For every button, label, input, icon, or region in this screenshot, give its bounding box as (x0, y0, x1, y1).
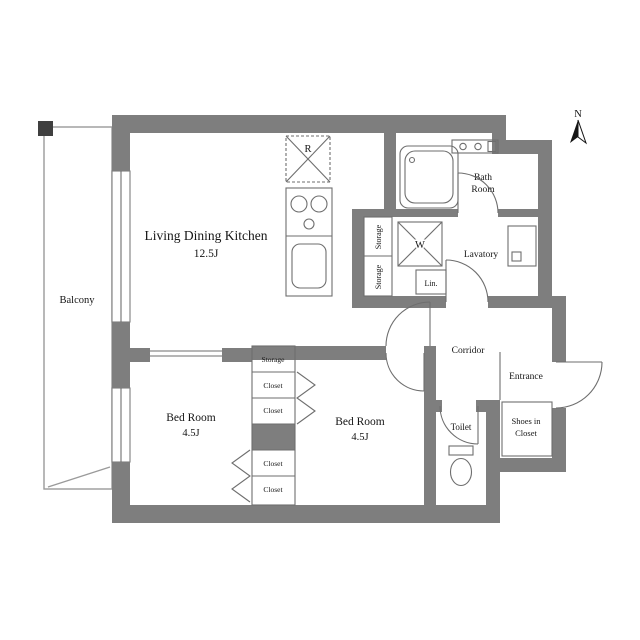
stove-burner-icon (290, 195, 308, 213)
balcony-outline (43, 126, 113, 490)
ldk-size-label: 12.5J (194, 248, 219, 260)
linen-label: Lin. (424, 279, 437, 288)
lavatory-label: Lavatory (464, 250, 499, 260)
wall-segment (112, 348, 150, 362)
lavatory: W Lin. Lavatory Storage Storage (363, 216, 537, 297)
storage-vertical-label-2: Storage (374, 264, 383, 289)
faucet-icon (474, 142, 482, 151)
wall-segment (112, 462, 130, 523)
stove-burner-icon (310, 195, 328, 213)
bathtub-icon (399, 145, 459, 209)
wall-segment (498, 209, 538, 217)
bedroom-right-size-label: 4.5J (351, 432, 368, 443)
refrigerator-label: R (304, 144, 311, 155)
corridor-label: Corridor (452, 346, 486, 356)
wall-segment (538, 140, 552, 308)
toilet-room: Toilet (448, 421, 474, 487)
wall-segment (252, 346, 386, 360)
water-heater-icon (507, 225, 537, 267)
closet-label-4: Closet (263, 485, 283, 494)
bedroom-right-door (385, 352, 425, 392)
washer-icon (397, 221, 443, 267)
corridor-entrance: Corridor Entrance Shoes in Closet (452, 346, 553, 457)
ldk-corridor-door (385, 301, 431, 347)
balcony-corner-post (38, 121, 53, 136)
closet-label-1: Closet (263, 381, 283, 390)
bedrooms: Bed Room 4.5J Bed Room 4.5J Storage Clos… (150, 345, 385, 506)
wall-segment (352, 296, 446, 308)
windows (111, 170, 131, 463)
wall-segment (352, 209, 364, 308)
balcony-partition-line (47, 466, 111, 488)
bath-room: Bath Room (399, 139, 499, 209)
wall-segment (486, 458, 566, 472)
bathtub-drain-icon (408, 156, 416, 164)
walls (112, 115, 566, 523)
bath-counter-icon (451, 139, 499, 154)
bedroom-right-label: Bed Room (335, 416, 385, 428)
doors (385, 172, 603, 445)
stove-burner-icon (303, 218, 315, 230)
washer-cross-line (397, 221, 443, 267)
bedroom-left-size-label: 4.5J (182, 428, 199, 439)
closet-label-3: Closet (263, 459, 283, 468)
sink-icon (291, 243, 327, 289)
wall-segment (252, 424, 295, 450)
refrigerator-cross-line (285, 135, 331, 183)
water-heater-control-icon (511, 251, 522, 262)
storage-vertical-label-1: Storage (374, 224, 383, 249)
wall-segment (112, 115, 130, 171)
wall-segment (552, 296, 566, 362)
wall-segment (112, 505, 500, 523)
wall-segment (436, 400, 442, 412)
shoes-closet-label-line2: Closet (515, 428, 537, 438)
shoes-closet-box (501, 401, 553, 457)
wall-segment (222, 348, 252, 362)
closet-label-2: Closet (263, 406, 283, 415)
living-dining-kitchen: Living Dining Kitchen 12.5J (145, 228, 268, 260)
wall-segment (486, 400, 500, 523)
entrance-label: Entrance (509, 372, 543, 382)
north-arrow-outline (577, 119, 588, 145)
kitchen: R (285, 135, 333, 297)
bathtub-inner (404, 150, 454, 204)
ldk-label: Living Dining Kitchen (145, 228, 268, 243)
kitchen-counter-icon (285, 187, 333, 297)
bath-fixture-icon (487, 140, 497, 153)
closet-strip-outline (251, 345, 296, 506)
wall-segment (112, 115, 502, 133)
toilet-label: Toilet (451, 422, 472, 432)
compass: N (570, 109, 588, 145)
wall-segment (492, 140, 552, 154)
north-arrow-icon (570, 120, 578, 143)
toilet-icon (449, 457, 473, 487)
balcony-label: Balcony (60, 295, 96, 306)
toilet-door (439, 405, 479, 445)
wall-segment (476, 400, 486, 412)
bifold-door-icon-left (231, 449, 251, 503)
wall-segment (384, 133, 396, 217)
wall-segment (488, 296, 538, 308)
entrance-door (555, 361, 603, 409)
wall-segment (552, 408, 566, 472)
bath-room-label-line1: Bath (474, 173, 492, 183)
wall-segment (352, 209, 458, 217)
faucet-icon (459, 142, 467, 151)
north-label: N (574, 109, 582, 120)
lavatory-door (445, 259, 489, 303)
bath-door (457, 172, 499, 214)
balcony: Balcony (38, 121, 113, 490)
storage-between-bedrooms-label: Storage (262, 355, 286, 364)
toilet-tank-icon (448, 445, 474, 456)
washer-label: W (415, 240, 425, 251)
bedroom-left-label: Bed Room (166, 412, 216, 424)
bath-room-label-line2: Room (471, 185, 495, 195)
refrigerator-icon (285, 135, 331, 183)
bifold-door-icon-right (296, 371, 316, 425)
shoes-closet-label-line1: Shoes in (511, 416, 541, 426)
wall-segment (424, 346, 436, 505)
